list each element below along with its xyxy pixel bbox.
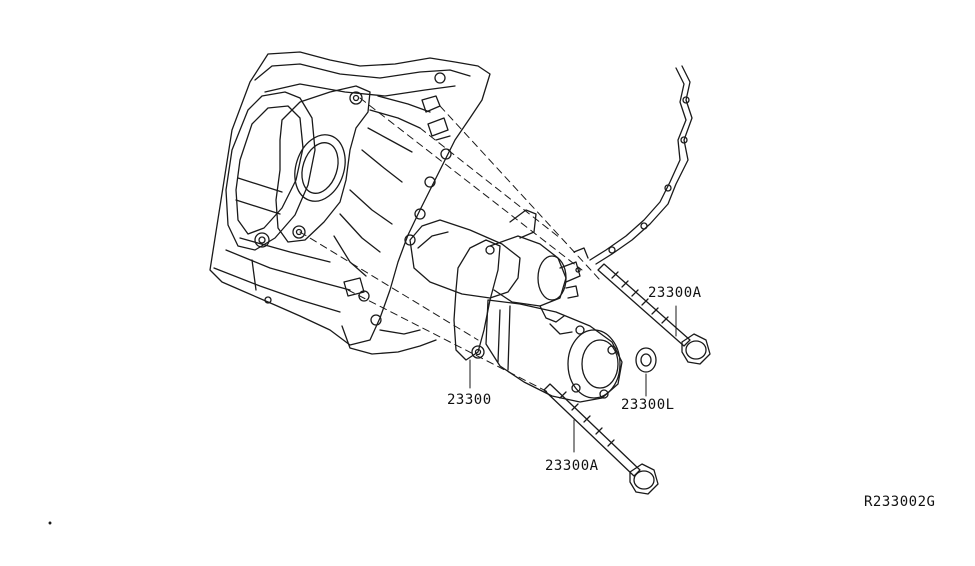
bolt-lower	[544, 384, 658, 494]
part-label-bolt-lower: 23300A	[545, 458, 599, 474]
transmission-housing	[210, 52, 490, 354]
washer	[636, 348, 656, 396]
stray-dot	[49, 522, 51, 524]
part-label-starter-motor: 23300	[447, 392, 492, 408]
starter-motor	[410, 210, 622, 402]
part-label-bolt-upper: 23300A	[648, 285, 702, 301]
alignment-lines	[300, 98, 600, 392]
bell-housing-flange	[590, 66, 692, 264]
diagram-reference-code: R233002G	[864, 494, 936, 510]
bolt-upper	[598, 264, 710, 364]
part-label-washer: 23300L	[621, 397, 675, 413]
